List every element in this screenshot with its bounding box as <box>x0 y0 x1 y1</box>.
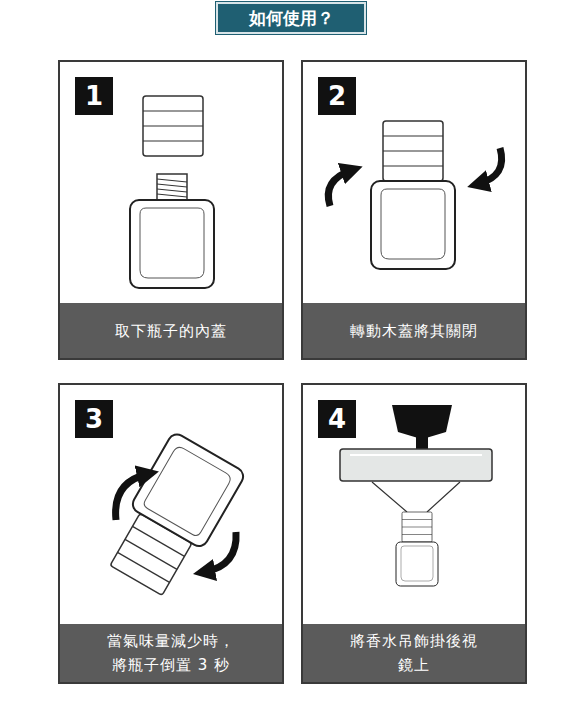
caption-bar: 轉動木蓋將其關閉 <box>303 303 525 358</box>
rotate-arrow <box>204 532 236 572</box>
bottle <box>130 200 214 288</box>
cap-stack <box>383 121 443 181</box>
step-panel: 3 當氣味量減少時， 將瓶子倒置 3 秒 <box>58 383 284 684</box>
step-caption: 轉動木蓋將其關閉 <box>350 319 478 343</box>
hanging-string <box>372 482 460 512</box>
step-panel: 1 取下瓶子的內蓋 <box>58 60 284 360</box>
step-number: 3 <box>75 400 113 438</box>
title-text: 如何使用？ <box>249 7 334 30</box>
bottle <box>371 181 455 269</box>
hanging-bottle <box>396 512 438 586</box>
step-number: 2 <box>318 77 356 115</box>
title-banner: 如何使用？ <box>216 2 366 34</box>
step-panel: 2 轉動木蓋將其關閉 <box>301 60 527 360</box>
step-panel: 4 將香水吊飾掛後視 鏡上 <box>301 383 527 684</box>
cap-stack <box>143 96 203 156</box>
caption-bar: 將香水吊飾掛後視 鏡上 <box>303 624 525 682</box>
caption-bar: 當氣味量減少時， 將瓶子倒置 3 秒 <box>60 624 282 682</box>
rotate-arrow <box>478 148 502 184</box>
rear-view-mirror <box>340 449 492 481</box>
step-caption: 當氣味量減少時， 將瓶子倒置 3 秒 <box>104 629 239 677</box>
inverted-bottle <box>100 431 247 601</box>
rotate-arrow <box>328 170 352 206</box>
step-caption: 將香水吊飾掛後視 鏡上 <box>344 629 484 677</box>
mirror-mount <box>392 405 452 450</box>
rotate-arrow <box>116 474 148 520</box>
step-caption: 取下瓶子的內蓋 <box>115 319 227 343</box>
caption-bar: 取下瓶子的內蓋 <box>60 303 282 358</box>
step-number: 1 <box>75 77 113 115</box>
bottle-neck <box>157 174 187 202</box>
step-number: 4 <box>318 400 356 438</box>
